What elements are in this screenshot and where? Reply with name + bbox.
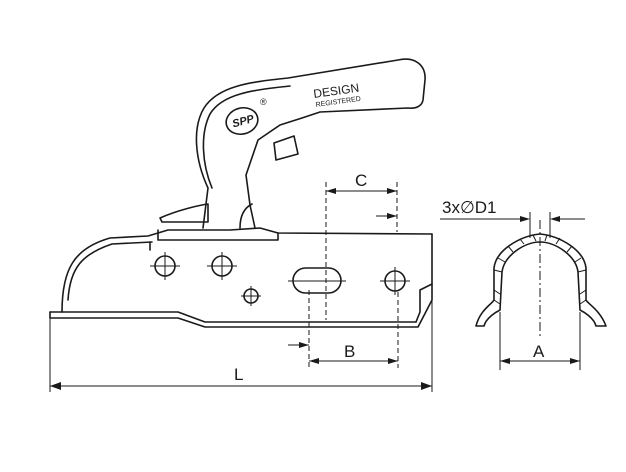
logo-text: SPP: [231, 113, 256, 130]
dimension-a-label: A: [533, 342, 545, 361]
dimension-d1-label: 3x∅D1: [442, 198, 497, 217]
cross-section: [475, 220, 607, 336]
mounting-holes: [150, 252, 410, 306]
handle-text-design: DESIGN: [312, 81, 360, 101]
dimension-b-label: B: [344, 342, 355, 361]
trademark-symbol: ®: [260, 97, 267, 107]
dimension-l: L: [49, 300, 433, 392]
dimension-c: C: [325, 171, 398, 320]
logo: SPP ®: [225, 97, 267, 136]
dimension-l-label: L: [234, 365, 243, 384]
dimension-a: A: [499, 312, 581, 370]
coupling-body: [49, 227, 433, 328]
handle-embossing: DESIGN REGISTERED: [312, 81, 361, 109]
logo-badge: [225, 106, 259, 136]
dimension-d1: 3x∅D1: [440, 198, 585, 238]
coupling-handle: [159, 58, 426, 229]
dimension-b: B: [288, 290, 399, 368]
dimension-c-label: C: [355, 171, 367, 190]
